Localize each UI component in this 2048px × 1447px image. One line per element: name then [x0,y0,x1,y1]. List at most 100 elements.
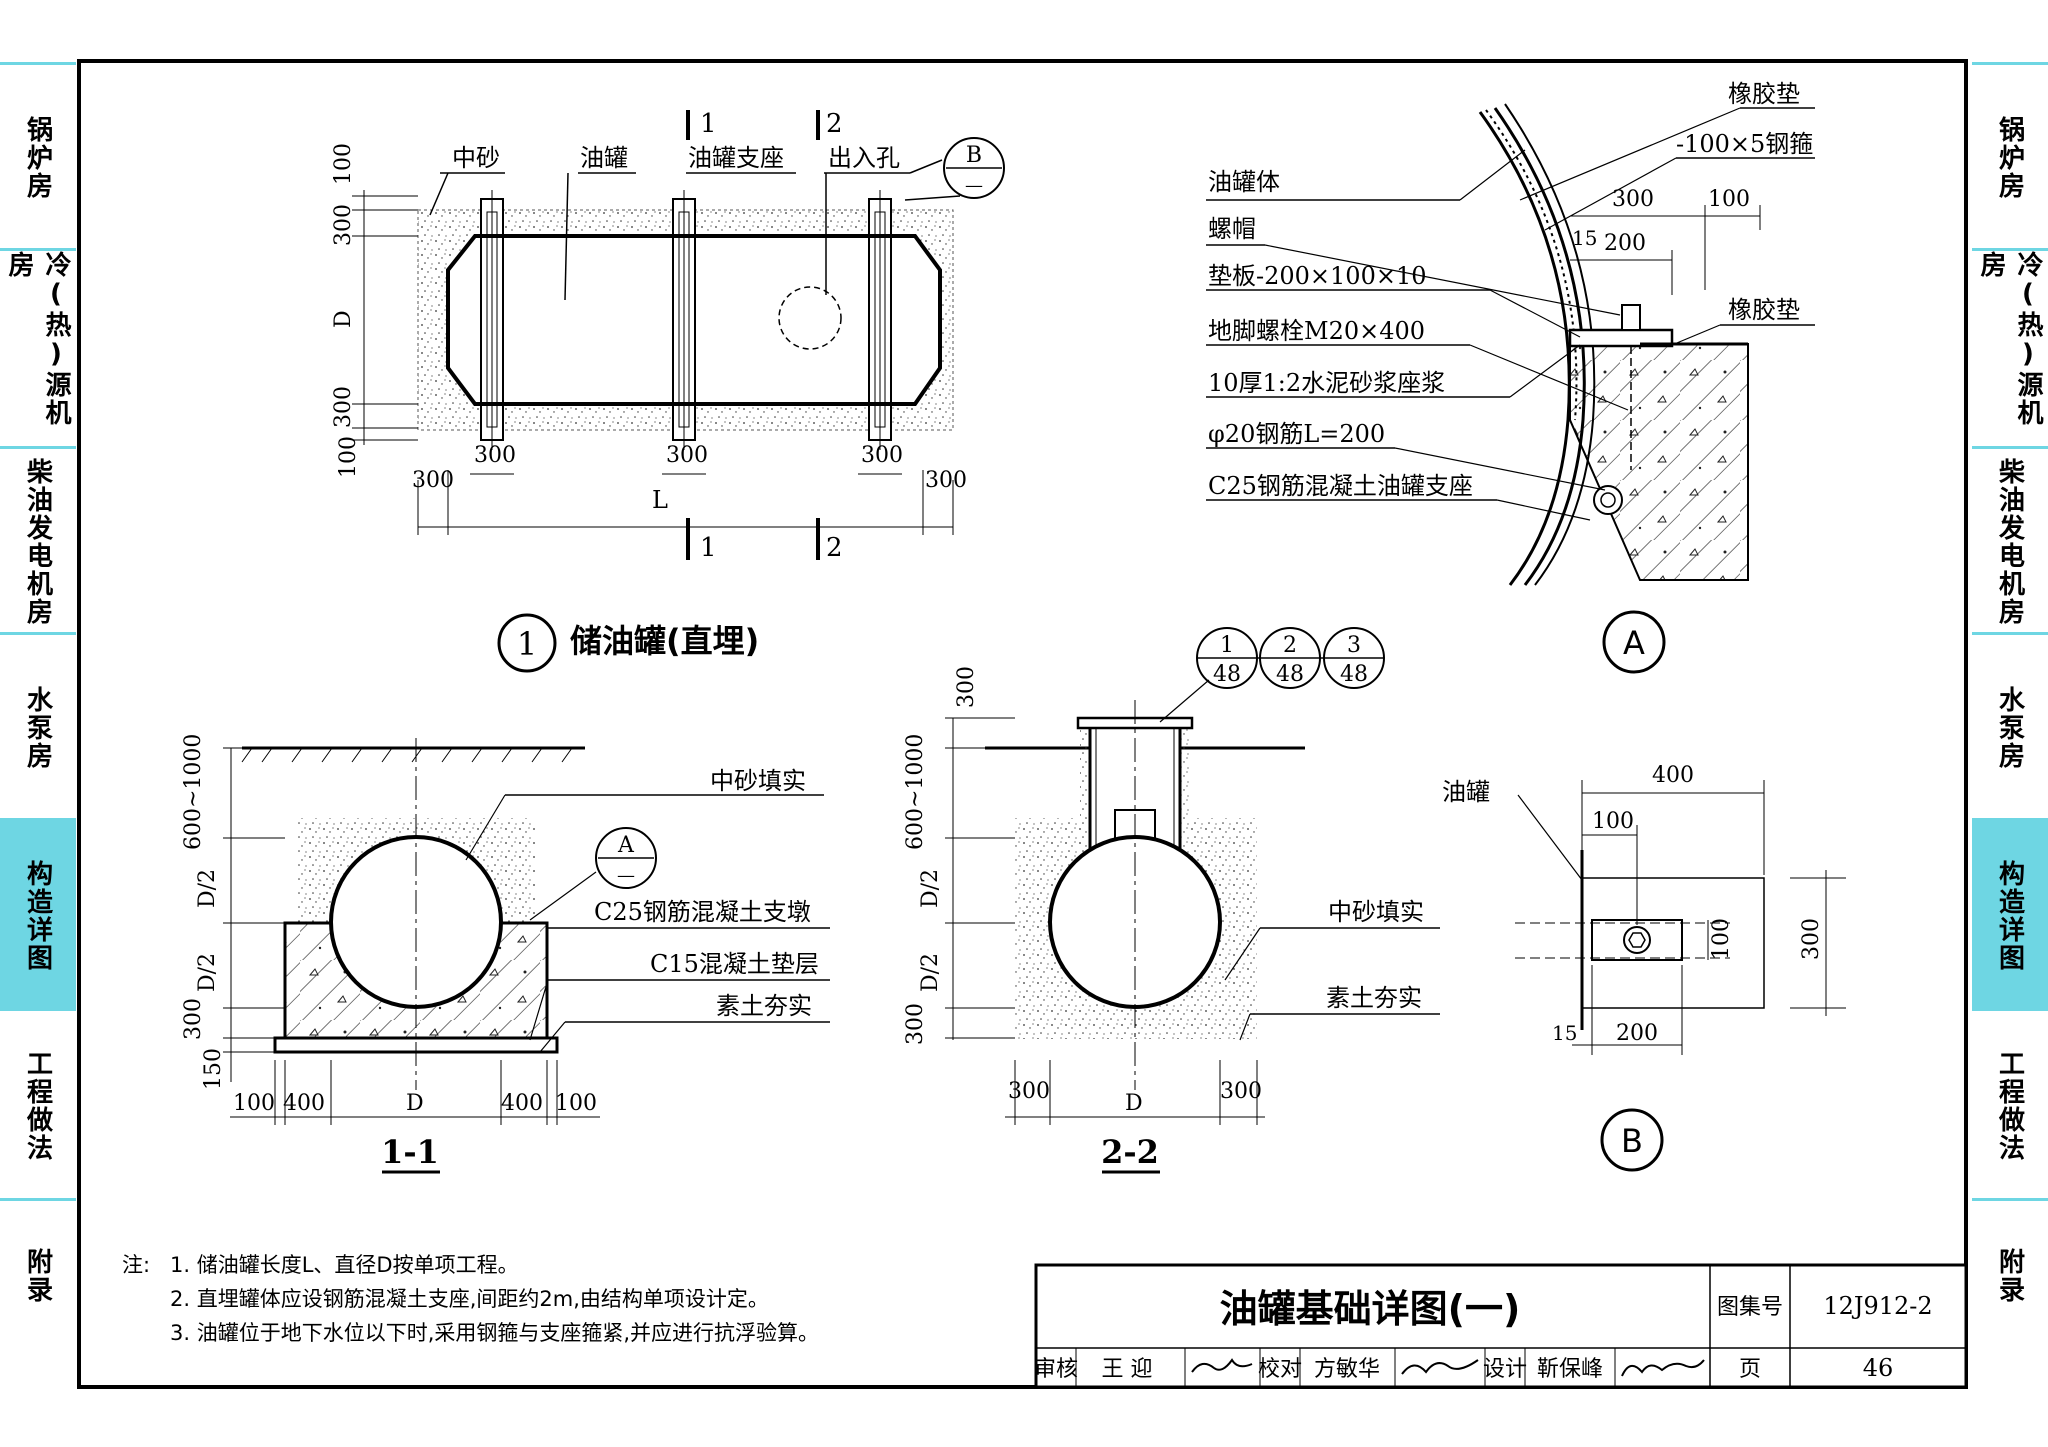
label-rubber-pad-right: 橡胶垫 [1728,296,1800,324]
label-tank-body: 油罐体 [1208,168,1280,196]
ref-b-top: B [966,143,982,168]
designer-name: 靳保峰 [1537,1357,1603,1382]
section-mark-2-top: 2 [826,109,843,139]
side-tab-engineering-methods[interactable]: 工程做法 [1972,1008,2048,1201]
side-tab-boiler-room[interactable]: 锅炉房 [1972,62,2048,251]
side-tab-label: 附录 [22,1248,53,1304]
ref-2-1-bottom: 48 [1213,662,1241,687]
detail-a: 橡胶垫 -100×5钢箍 油罐体 螺帽 垫板-200×100×10 地脚螺栓M2… [1206,80,1815,674]
note-1: 1. 储油罐长度L、直径D按单项工程。 [170,1253,519,1277]
label-tank: 油罐 [580,144,628,172]
dim-s1-300: 300 [181,998,206,1040]
dim-s1-depth: 600~1000 [181,734,206,850]
side-tab-label: 构造详图 [22,860,53,972]
side-tab-boiler-room[interactable]: 锅炉房 [0,62,76,251]
label-support-concrete: C25钢筋混凝土油罐支座 [1208,472,1473,500]
drawing-frame [77,59,1968,1389]
plan-circle-no: 1 [517,625,537,663]
side-tab-pump-room[interactable]: 水泵房 [0,632,76,821]
dim-plan-300-right: 300 [925,468,967,493]
side-tab-appendix[interactable]: 附录 [1972,1198,2048,1351]
detail-b-circle: B [1621,1122,1643,1160]
side-tab-label: 柴油发电机房 [1994,458,2025,626]
dim-s1-100-right: 100 [555,1091,597,1116]
dim-s1-D: D [406,1091,424,1116]
dim-plan-300-bottom: 300 [331,386,356,428]
side-tab-engineering-methods[interactable]: 工程做法 [0,1008,76,1201]
side-tab-label: 水泵房 [1994,686,2025,770]
manhole-circle [778,286,842,350]
dim-b-300-v: 300 [1799,918,1824,960]
side-tab-generator-room[interactable]: 柴油发电机房 [0,446,76,635]
dim-b-15: 15 [1552,1021,1577,1045]
dim-plan-300-top: 300 [331,204,356,246]
page-number: 46 [1863,1354,1894,1382]
dim-s2-half-top: D/2 [918,869,943,908]
side-tab-chiller-room[interactable]: 冷(热)源机房 [1972,248,2048,449]
side-tab-chiller-room[interactable]: 冷(热)源机房 [0,248,76,449]
dim-a-200: 200 [1604,231,1646,256]
dim-s1-half-top: D/2 [195,869,220,908]
designer-signature [1621,1359,1705,1377]
label-s2-soil: 素土夯实 [1326,984,1422,1012]
label-s1-pier: C25钢筋混凝土支墩 [594,898,811,926]
page-label: 页 [1739,1357,1761,1382]
dim-plan-300-sup3: 300 [861,443,903,468]
dim-plan-300-sup2: 300 [666,443,708,468]
notes: 注: 1. 储油罐长度L、直径D按单项工程。 2. 直埋罐体应设钢筋混凝土支座,… [122,1253,819,1345]
check-label: 校对 [1258,1357,1302,1382]
title-block: 油罐基础详图(一) 图集号 12J912-2 审核 王 迎 校对 方敏华 设计 … [1034,1263,1968,1389]
section-mark-2-bottom: 2 [826,533,843,563]
ref-a-bottom: — [617,865,635,886]
dim-s2-300-right: 300 [1220,1079,1262,1104]
side-tab-construction-details[interactable]: 构造详图 [1972,818,2048,1011]
dim-a-100: 100 [1708,187,1750,212]
side-tab-label: 工程做法 [1994,1050,2025,1162]
label-s1-sand-fill: 中砂填实 [710,767,806,795]
side-tab-appendix[interactable]: 附录 [0,1198,76,1351]
dim-s2-half-bottom: D/2 [918,953,943,992]
ref-a-top: A [617,833,635,858]
side-tab-label: 附录 [1994,1248,2025,1304]
side-tab-construction-details[interactable]: 构造详图 [0,818,76,1011]
label-nut: 螺帽 [1208,215,1256,243]
dim-b-100-v: 100 [1709,918,1734,960]
design-label: 设计 [1483,1357,1527,1382]
dim-a-300: 300 [1612,187,1654,212]
dim-s2-above: 300 [954,666,979,708]
side-tab-pump-room[interactable]: 水泵房 [1972,632,2048,821]
section-2-title: 2-2 [1101,1133,1159,1171]
section-mark-1-top: 1 [700,109,717,139]
label-rebar: φ20钢筋L=200 [1208,420,1385,448]
reviewer-name: 王 迎 [1102,1357,1153,1382]
dim-b-400: 400 [1652,763,1694,788]
reviewer-signature [1191,1358,1253,1373]
ref-2-2-top: 2 [1283,633,1297,658]
checker-signature [1401,1359,1479,1375]
side-tab-generator-room[interactable]: 柴油发电机房 [1972,446,2048,635]
notes-prefix: 注: [122,1253,150,1277]
side-tab-label: 构造详图 [1994,860,2025,972]
section-1-1: 中砂填实 A — C25钢筋混凝土支墩 C15混凝土垫层 素土夯实 600~10… [181,734,830,1174]
dim-s1-400-right: 400 [501,1091,543,1116]
note-3: 3. 油罐位于地下水位以下时,采用钢箍与支座箍紧,并应进行抗浮验算。 [170,1321,819,1345]
label-b-tank: 油罐 [1442,778,1490,806]
dim-s2-300: 300 [903,1003,928,1045]
label-rubber-pad-top: 橡胶垫 [1728,80,1800,108]
side-tab-label: 工程做法 [22,1050,53,1162]
dim-plan-D: D [331,310,356,328]
label-plate: 垫板-200×100×10 [1208,262,1426,290]
plan-title: 储油罐(直埋) [570,622,759,660]
sheet-title: 油罐基础详图(一) [1220,1287,1521,1331]
detail-a-circle: A [1623,624,1645,662]
dim-plan-100-bottom: 100 [336,436,361,478]
side-tab-label: 水泵房 [22,686,53,770]
ref-2-2-bottom: 48 [1276,662,1304,687]
checker-name: 方敏华 [1314,1357,1380,1382]
side-tab-label: 锅炉房 [1994,116,2025,200]
side-tab-label: 柴油发电机房 [22,458,53,626]
side-tab-label: 锅炉房 [22,116,53,200]
dim-s2-300-left: 300 [1008,1079,1050,1104]
detail-b: 油罐 400 100 100 300 15 200 B [1442,763,1846,1172]
dim-a-15: 15 [1572,226,1597,250]
